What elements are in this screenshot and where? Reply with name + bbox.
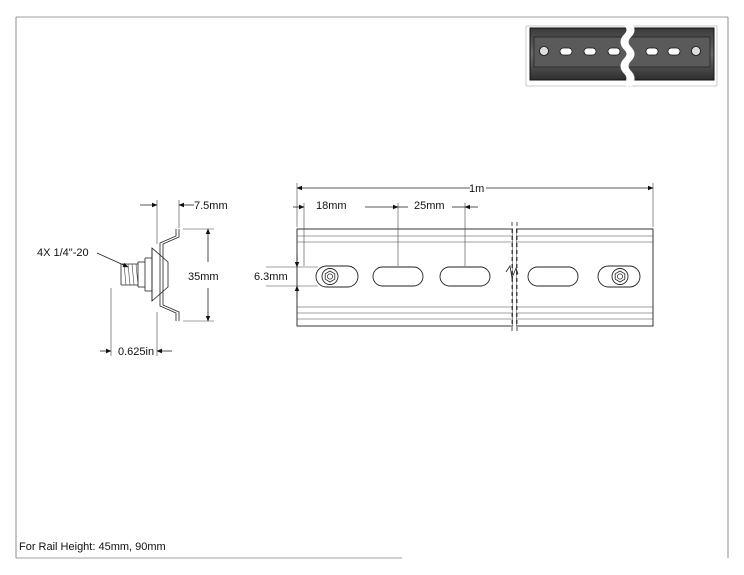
isometric-thumbnail: [525, 22, 718, 88]
dim-flange-width: 7.5mm: [194, 200, 228, 212]
stud-right: [597, 265, 641, 288]
stud-left: [315, 265, 359, 288]
front-view: 1m 18mm 25mm 6.3mm: [254, 183, 654, 334]
dim-slot-offset: 18mm: [316, 200, 347, 212]
sheet-border: [15, 16, 729, 559]
dim-overall-length: 1m: [469, 183, 484, 195]
callout-fastener: 4X 1/4"-20: [37, 247, 89, 259]
t-nut-fastener: [120, 247, 169, 302]
rail-height-note: For Rail Height: 45mm, 90mm: [19, 541, 166, 553]
thumbnail-slots: [539, 46, 701, 56]
side-view: 7.5mm 35mm 0.625in 4X 1/4"-20: [37, 200, 228, 358]
dim-slot-pitch: 25mm: [414, 200, 445, 212]
slots: [372, 266, 579, 287]
dim-standoff: 0.625in: [118, 346, 154, 358]
dim-slot-height: 6.3mm: [254, 271, 288, 283]
dim-rail-height: 35mm: [188, 271, 219, 283]
